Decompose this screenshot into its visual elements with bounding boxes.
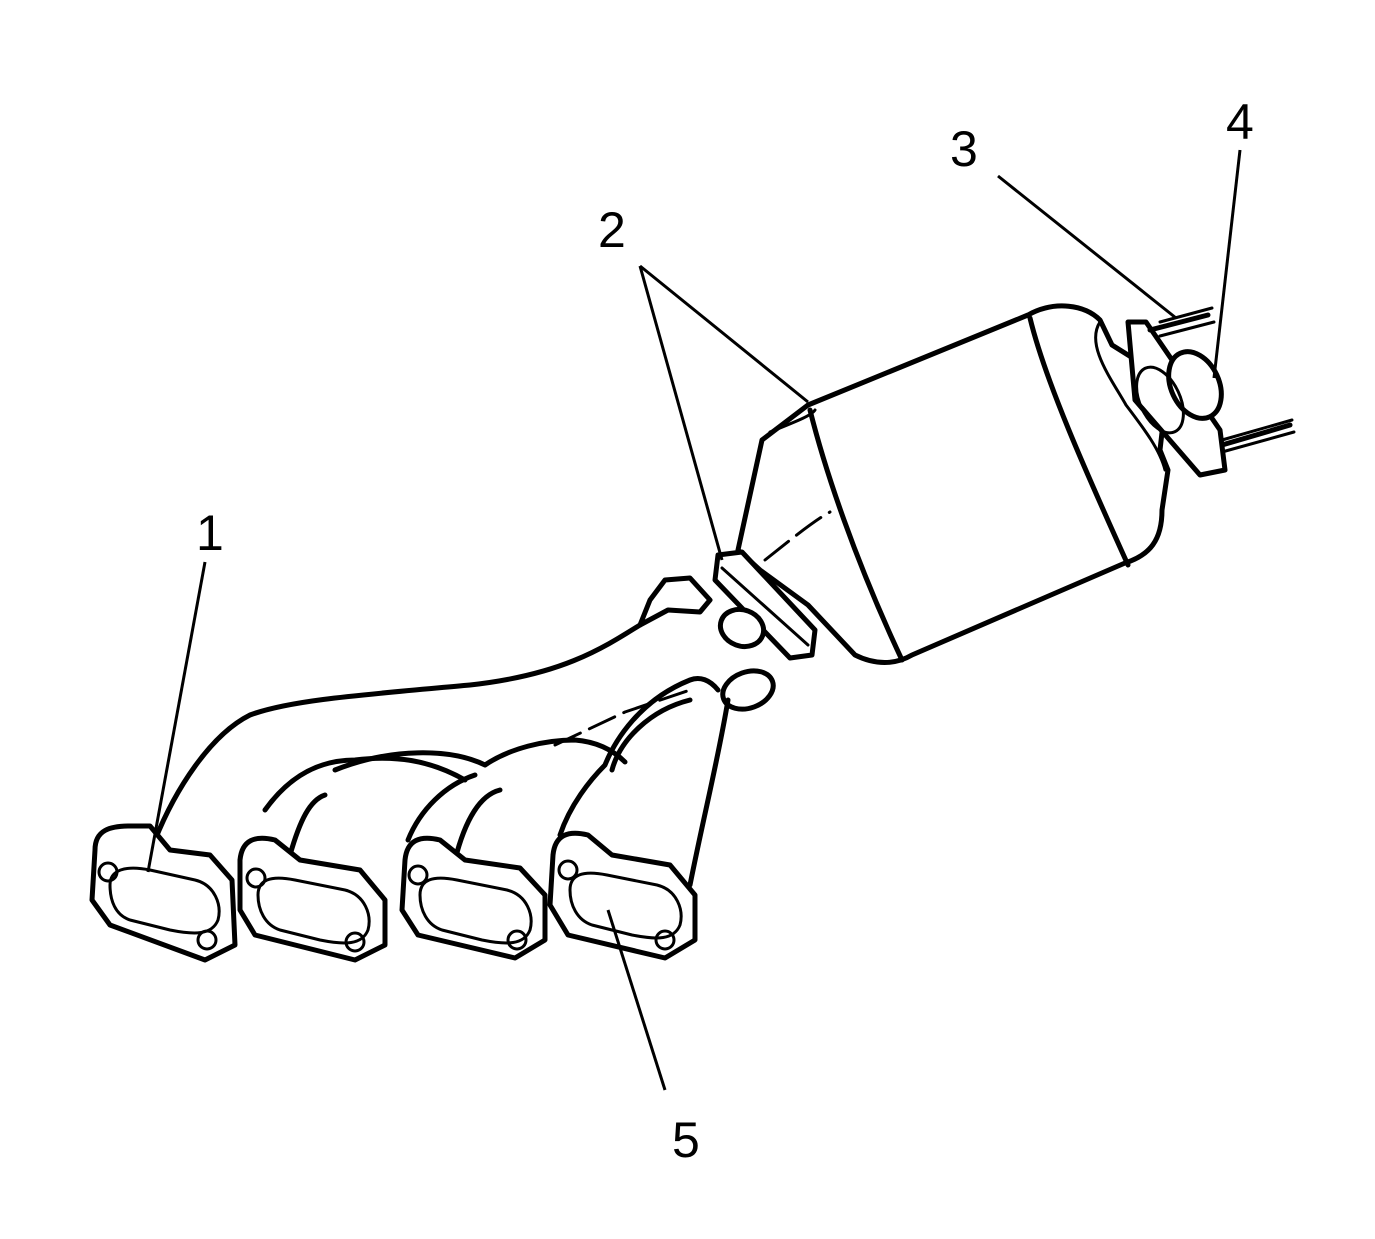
callout-3: 3 xyxy=(950,121,978,177)
port-flange-4 xyxy=(547,830,698,961)
catalytic-converter xyxy=(735,303,1171,665)
callout-1: 1 xyxy=(196,505,224,561)
inlet-flange xyxy=(637,549,818,712)
manifold-runners xyxy=(152,622,731,888)
port-flange-2 xyxy=(237,835,388,963)
outlet-flange xyxy=(1125,306,1296,478)
leader-5 xyxy=(606,909,667,1091)
leader-3 xyxy=(997,174,1177,320)
leader-2a xyxy=(639,264,809,404)
callout-4: 4 xyxy=(1226,94,1254,150)
port-flange-1 xyxy=(89,823,238,963)
leader-lines xyxy=(146,149,1242,1091)
leader-1 xyxy=(146,561,207,873)
port-flange-3 xyxy=(399,835,548,961)
callout-5: 5 xyxy=(672,1112,700,1168)
leader-4 xyxy=(1212,149,1242,379)
leader-2b xyxy=(638,265,724,561)
callout-2: 2 xyxy=(598,202,626,258)
